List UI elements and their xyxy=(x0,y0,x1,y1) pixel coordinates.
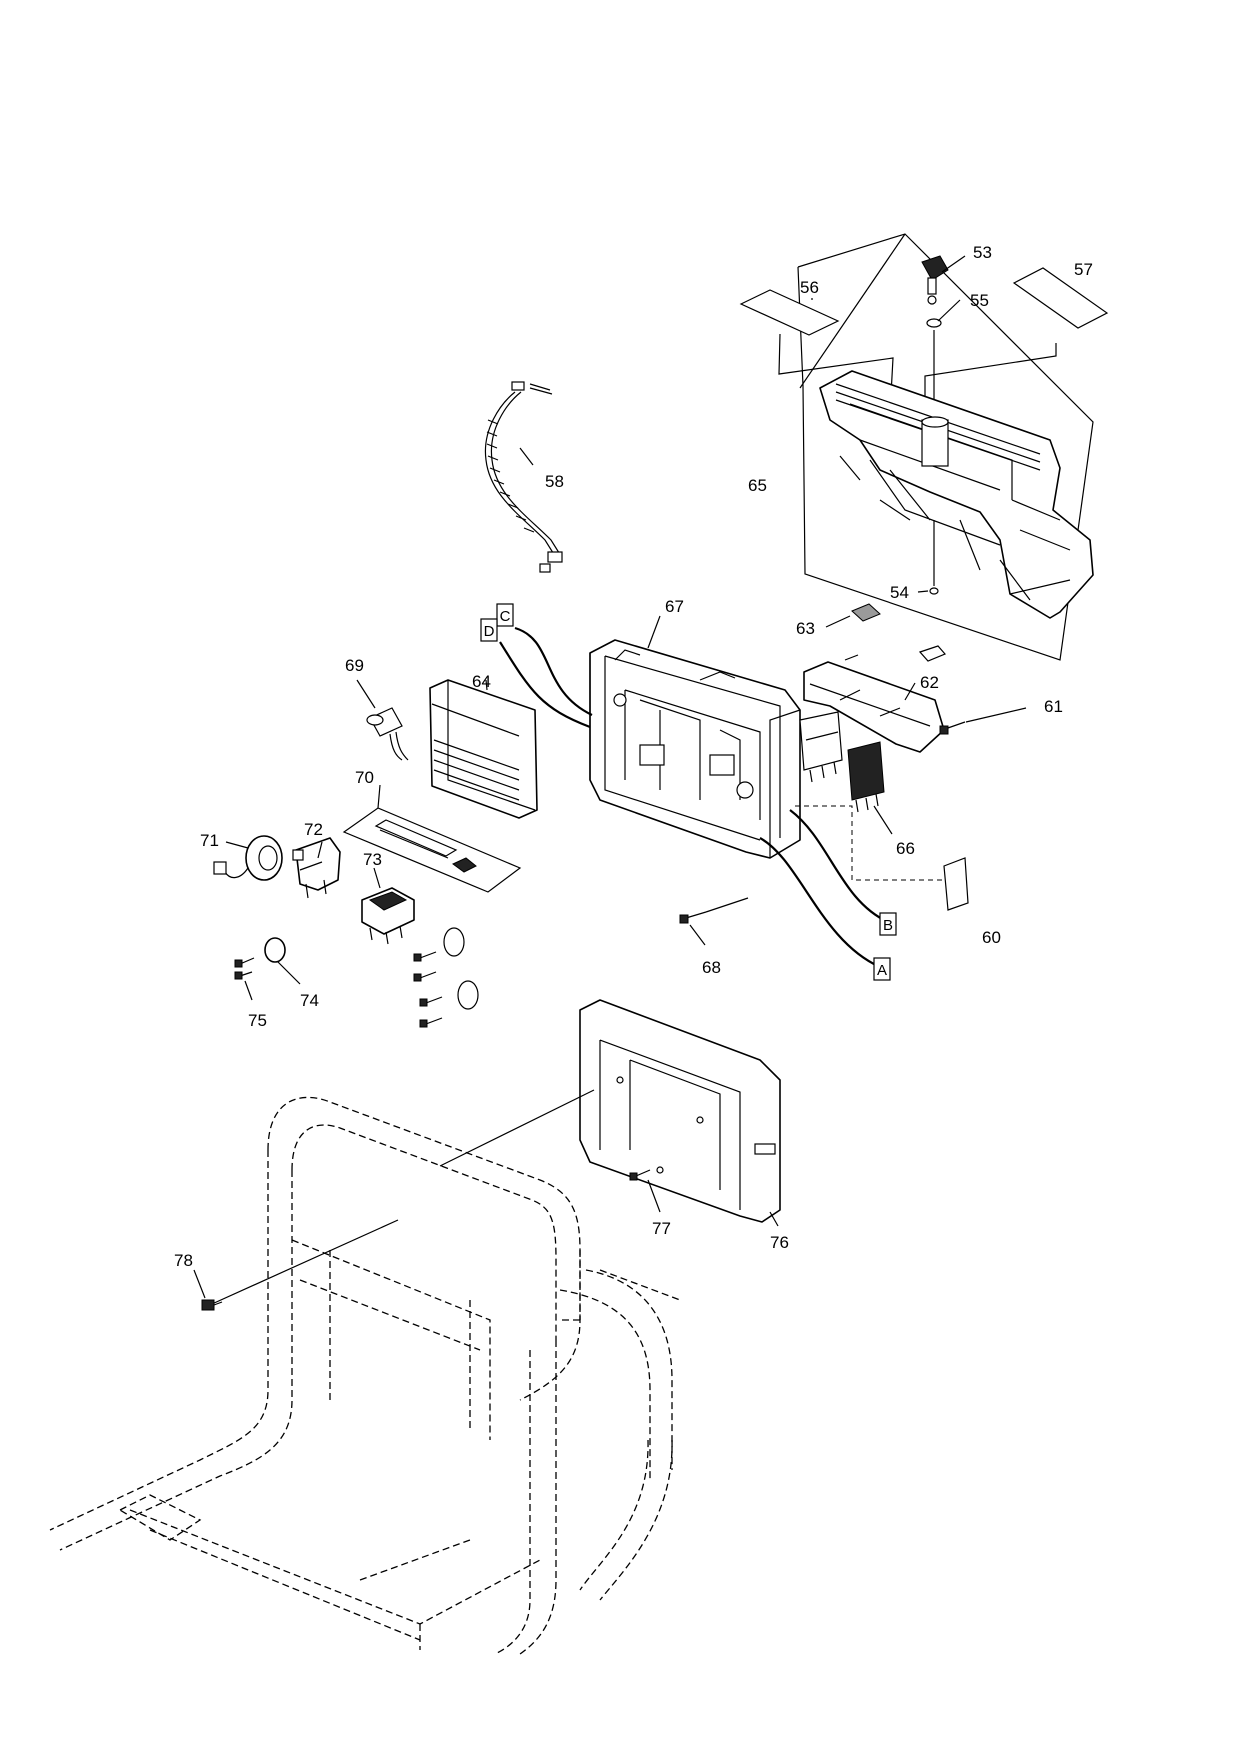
label-77: 77 xyxy=(652,1219,671,1238)
label-65: 65 xyxy=(748,476,767,495)
label-53: 53 xyxy=(973,243,992,262)
label-56: 56 xyxy=(800,278,819,297)
generator-frame-outline xyxy=(49,1096,681,1655)
panel-frame-67 xyxy=(589,639,801,859)
o-ring-54 xyxy=(929,587,939,595)
label-63: 63 xyxy=(796,619,815,638)
label-58: 58 xyxy=(545,472,564,491)
circuit-board-64 xyxy=(429,679,538,819)
screw-61 xyxy=(939,721,966,735)
label-68: 68 xyxy=(702,958,721,977)
label-75: 75 xyxy=(248,1011,267,1030)
group-outline-65-top xyxy=(799,233,906,389)
screw-68 xyxy=(679,911,707,924)
bracket-62 xyxy=(803,645,947,753)
back-cover-76 xyxy=(579,999,781,1223)
switch-73 xyxy=(361,887,415,945)
label-57: 57 xyxy=(1074,260,1093,279)
label-60 xyxy=(943,857,969,911)
connector-a-box xyxy=(873,957,891,981)
connector-a: A xyxy=(877,962,887,979)
screw-77 xyxy=(629,1169,651,1181)
label-54: 54 xyxy=(890,583,909,602)
connector-d: D xyxy=(484,623,495,640)
connector-c: C xyxy=(500,608,511,625)
kit-70 xyxy=(342,807,522,893)
leader-60 xyxy=(795,805,944,881)
label-69: 69 xyxy=(345,656,364,675)
panel-cover-65 xyxy=(819,370,1094,619)
breaker-72 xyxy=(292,837,341,899)
connector-b: B xyxy=(883,917,893,934)
label-76: 76 xyxy=(770,1233,789,1252)
connector-c-box xyxy=(496,603,514,627)
label-64: 64 xyxy=(472,672,491,691)
label-72: 72 xyxy=(304,820,323,839)
label-62: 62 xyxy=(920,673,939,692)
label-73: 73 xyxy=(363,850,382,869)
sticker-57 xyxy=(1012,267,1109,329)
wire-c xyxy=(514,626,593,716)
label-70: 70 xyxy=(355,768,374,787)
screw-75 xyxy=(234,957,255,980)
label-55: 55 xyxy=(970,291,989,310)
connector-d-box xyxy=(480,618,498,642)
label-78: 78 xyxy=(174,1251,193,1270)
wire-a xyxy=(759,837,881,969)
label-60: 60 xyxy=(982,928,1001,947)
buzzer-71 xyxy=(213,835,283,881)
harness-58 xyxy=(484,381,563,573)
label-61: 61 xyxy=(1044,697,1063,716)
o-ring-55 xyxy=(926,318,942,328)
label-67: 67 xyxy=(665,597,684,616)
connector-b-box xyxy=(879,912,897,936)
sensor-69 xyxy=(366,707,409,761)
wire-b xyxy=(789,809,889,923)
screws-73-set xyxy=(413,927,479,1028)
sticker-56 xyxy=(739,289,840,336)
label-71: 71 xyxy=(200,831,219,850)
terminal-66 xyxy=(799,711,885,813)
wire-d xyxy=(499,641,591,729)
pad-63 xyxy=(851,603,881,622)
label-66: 66 xyxy=(896,839,915,858)
label-74: 74 xyxy=(300,991,319,1010)
key-53 xyxy=(921,255,949,305)
knob-74 xyxy=(264,937,286,963)
bolt-78 xyxy=(201,1299,223,1311)
